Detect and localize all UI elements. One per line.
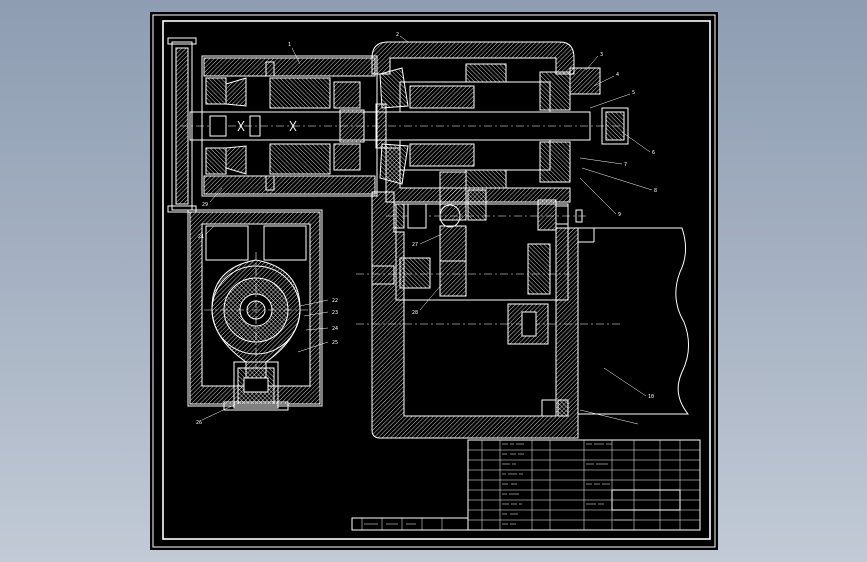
top-spindle-housing — [180, 55, 620, 197]
section-view-worm-wheel — [187, 209, 323, 411]
callout-right-9: 9 — [618, 212, 621, 218]
title-block — [467, 439, 701, 531]
callout-left-21: 21 — [198, 234, 204, 240]
callout-left-29: 29 — [202, 202, 208, 208]
sheet-inner-border — [162, 20, 711, 540]
work-table — [578, 227, 690, 415]
upper-gearbox — [371, 41, 629, 203]
callout-right-7: 7 — [624, 162, 627, 168]
callout-right-5: 5 — [632, 90, 635, 96]
callout-right-8: 8 — [654, 188, 657, 194]
main-gearbox — [356, 171, 620, 439]
drawing-sheet: 1 2 3 4 5 6 7 8 9 10 21 22 23 24 25 26 2… — [150, 12, 718, 550]
left-handwheel — [167, 37, 197, 213]
callout-right-10: 10 — [648, 394, 654, 400]
callout-left-23: 23 — [332, 310, 338, 316]
callout-top-1: 1 — [288, 42, 291, 48]
callout-top-4: 4 — [616, 72, 619, 78]
callout-left-26: 26 — [196, 420, 202, 426]
callout-left-27: 27 — [412, 242, 418, 248]
revision-strip — [351, 517, 469, 531]
callout-left-28: 28 — [412, 310, 418, 316]
sheet-outer-border — [152, 14, 716, 548]
callout-left-22: 22 — [332, 298, 338, 304]
assembly-drawing: 1 2 3 4 5 6 7 8 9 10 21 22 23 24 25 26 2… — [152, 14, 716, 548]
callout-leaders: 1 2 3 4 5 6 7 8 9 10 21 22 23 24 25 26 2… — [196, 32, 657, 426]
callout-top-3: 3 — [600, 52, 603, 58]
callout-left-24: 24 — [332, 326, 338, 332]
callout-right-6: 6 — [652, 150, 655, 156]
callout-top-2: 2 — [396, 32, 399, 38]
callout-left-25: 25 — [332, 340, 338, 346]
